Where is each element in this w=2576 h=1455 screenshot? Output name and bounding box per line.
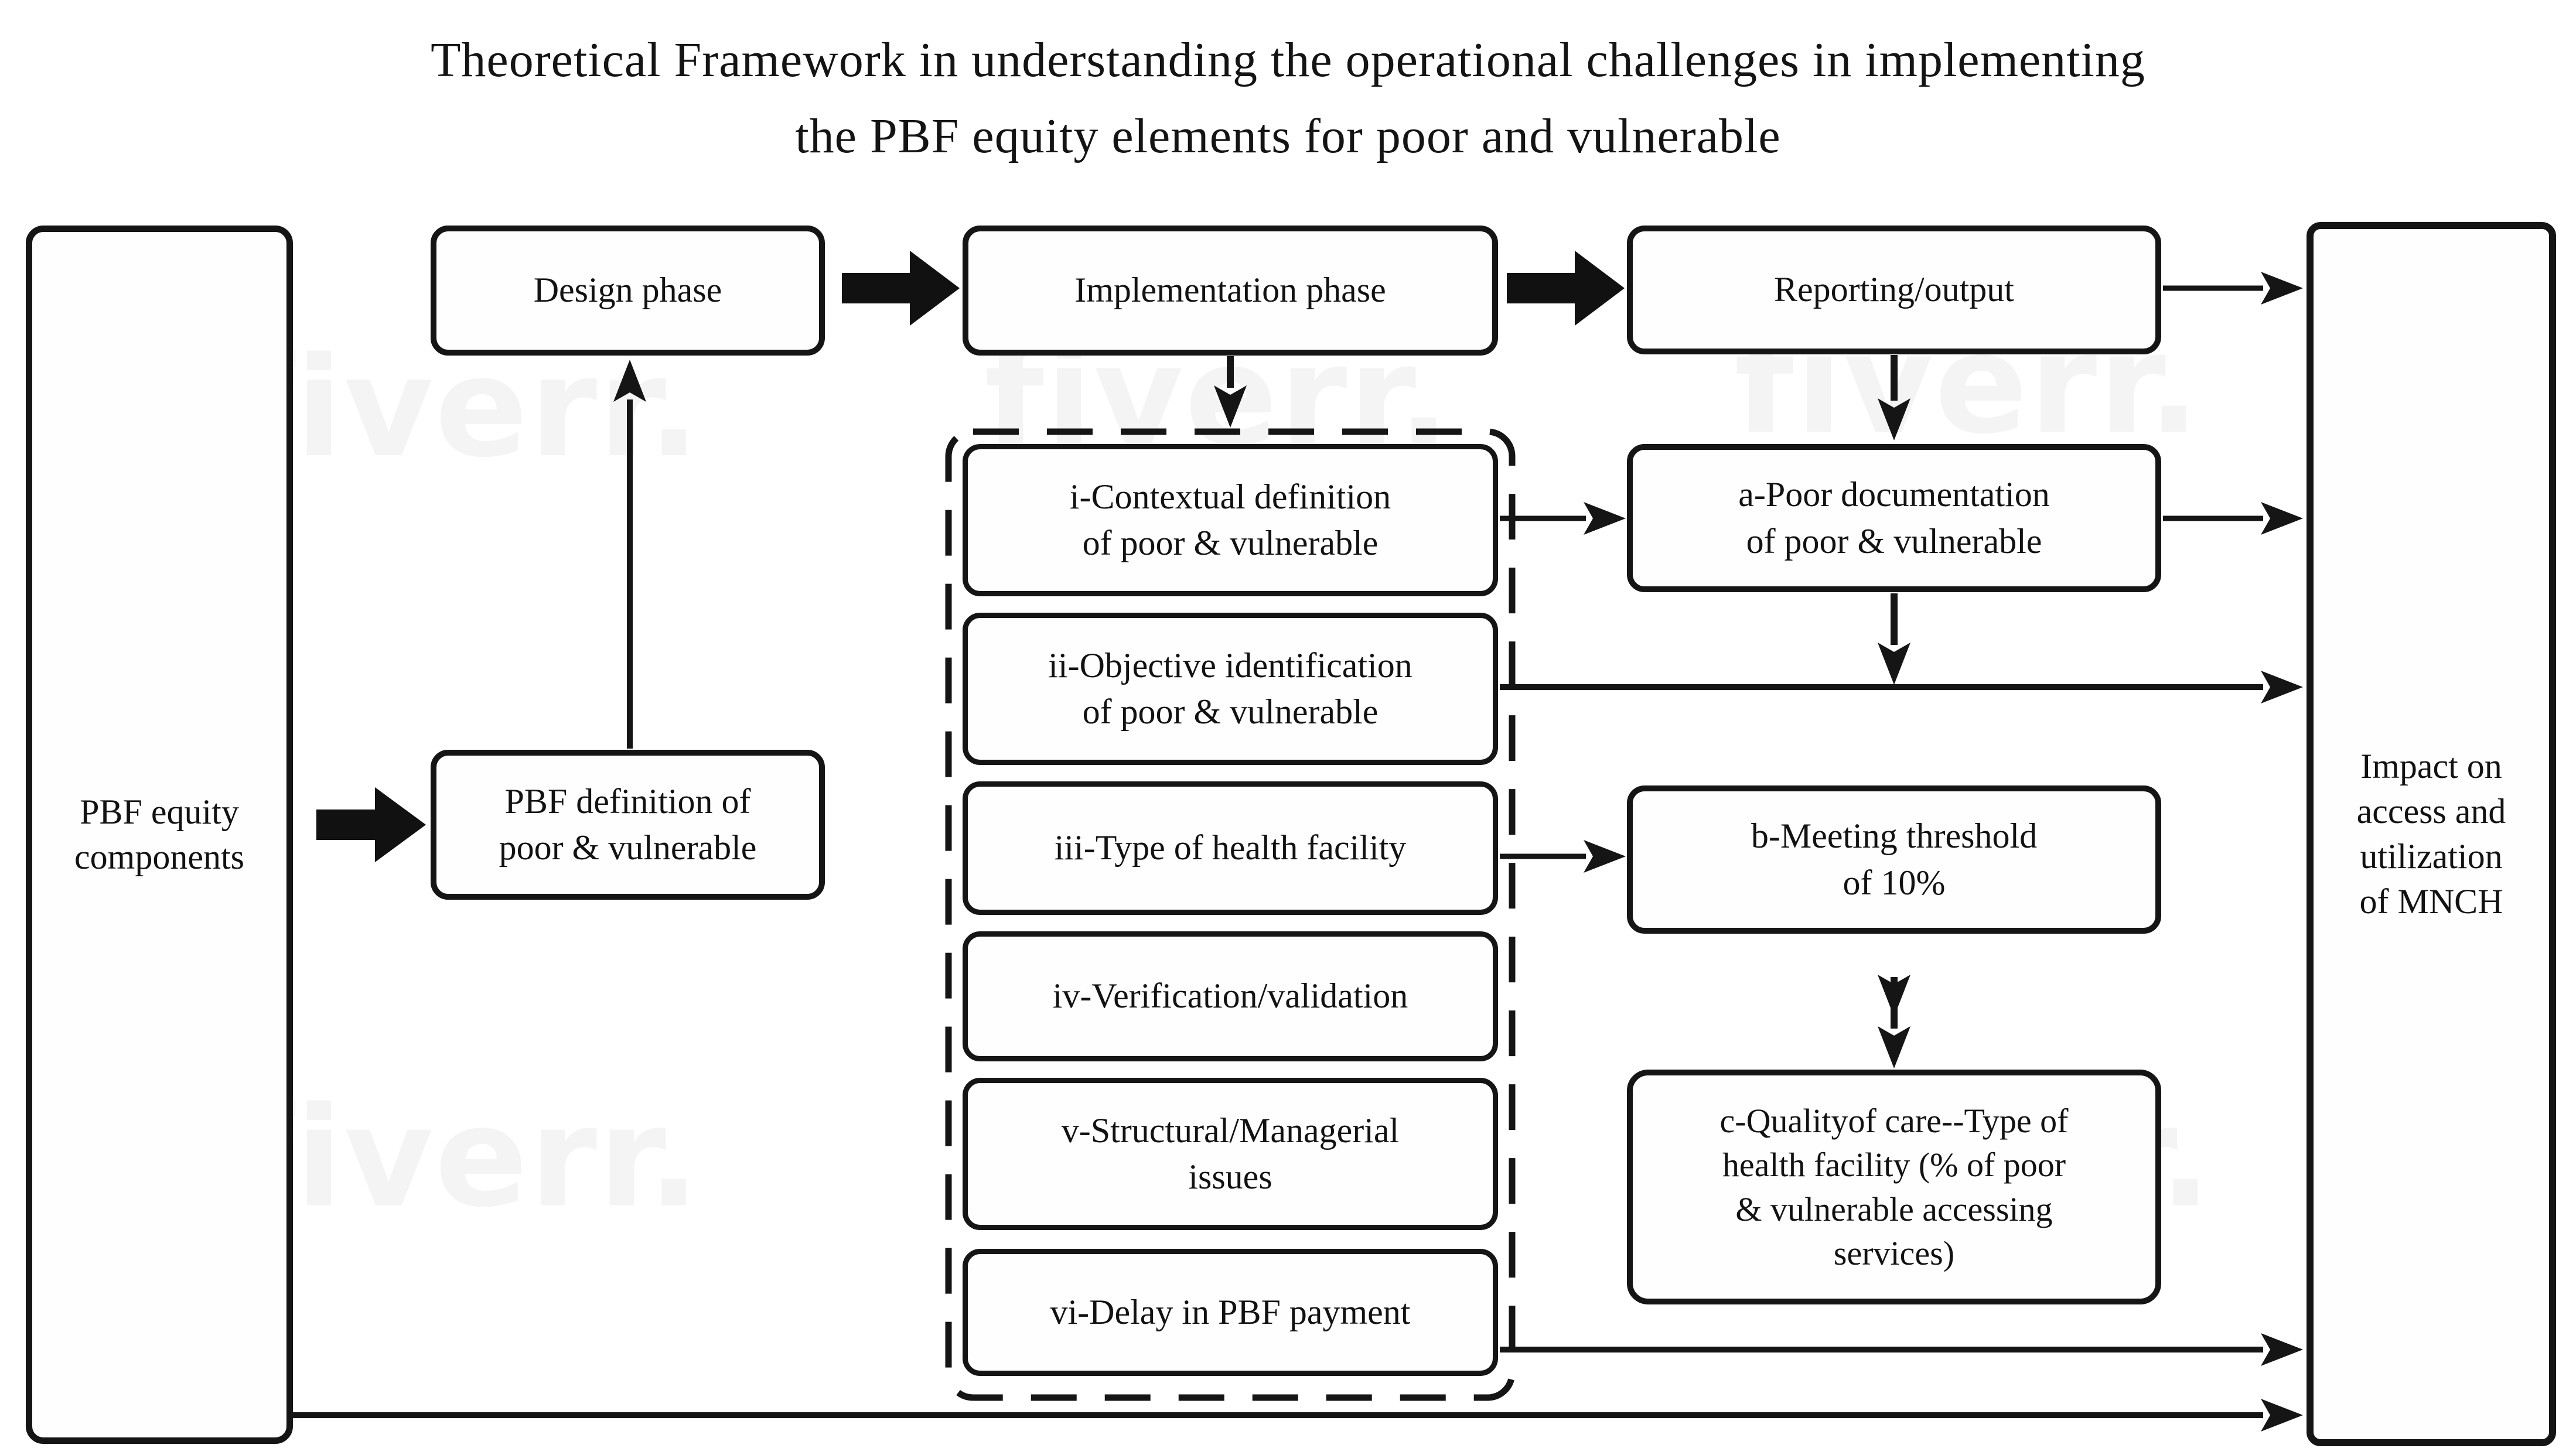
block-arrow-implementation-to-reporting bbox=[1507, 251, 1625, 326]
node-label: Design phase bbox=[533, 271, 722, 310]
node-label: Implementation phase bbox=[1074, 271, 1386, 310]
node-label: c-Qualityof care--Type of health facilit… bbox=[1719, 1101, 2069, 1272]
node-label: iv-Verification/validation bbox=[1052, 976, 1408, 1016]
node-label: i-Contextual definition of poor & vulner… bbox=[1069, 477, 1391, 562]
node-output-c-quality-of-care: c-Qualityof care--Type of health facilit… bbox=[1627, 1070, 2161, 1304]
node-implementation-phase: Implementation phase bbox=[963, 226, 1498, 356]
node-label: vi-Delay in PBF payment bbox=[1050, 1292, 1411, 1331]
challenges-group-dashed-border bbox=[945, 428, 1516, 1401]
node-challenge-i-contextual-definition: i-Contextual definition of poor & vulner… bbox=[963, 444, 1498, 596]
block-arrow-equity-to-definition bbox=[316, 787, 426, 862]
node-label: PBF definition of poor & vulnerable bbox=[499, 781, 757, 867]
node-challenge-vi-delay-payment: vi-Delay in PBF payment bbox=[963, 1249, 1498, 1376]
node-challenge-v-structural-managerial: v-Structural/Managerial issues bbox=[963, 1078, 1498, 1230]
node-design-phase: Design phase bbox=[431, 226, 825, 356]
node-label: Reporting/output bbox=[1774, 270, 2014, 309]
node-challenge-iii-type-of-health-facility: iii-Type of health facility bbox=[963, 781, 1498, 915]
block-arrow-design-to-implementation bbox=[842, 251, 960, 326]
node-challenge-ii-objective-identification: ii-Objective identification of poor & vu… bbox=[963, 613, 1498, 765]
diagram-title: Theoretical Framework in understanding t… bbox=[0, 22, 2576, 175]
node-label: v-Structural/Managerial issues bbox=[1061, 1111, 1400, 1196]
node-label: b-Meeting threshold of 10% bbox=[1751, 817, 2038, 902]
node-pbf-equity-components: PBF equity components bbox=[26, 226, 293, 1444]
node-label: ii-Objective identification of poor & vu… bbox=[1048, 645, 1412, 731]
node-label: iii-Type of health facility bbox=[1054, 828, 1407, 867]
node-label: PBF equity components bbox=[74, 793, 244, 876]
node-challenge-iv-verification-validation: iv-Verification/validation bbox=[963, 931, 1498, 1061]
node-pbf-definition: PBF definition of poor & vulnerable bbox=[431, 750, 825, 900]
node-label: a-Poor documentation of poor & vulnerabl… bbox=[1738, 475, 2050, 561]
node-output-b-meeting-threshold: b-Meeting threshold of 10% bbox=[1627, 785, 2161, 934]
node-output-a-poor-documentation: a-Poor documentation of poor & vulnerabl… bbox=[1627, 444, 2161, 592]
node-impact-mnch: Impact on access and utilization of MNCH bbox=[2307, 222, 2556, 1446]
diagram-title-text: Theoretical Framework in understanding t… bbox=[431, 33, 2145, 164]
node-reporting-output: Reporting/output bbox=[1627, 226, 2161, 354]
fiverr-watermark: fiverr. bbox=[234, 1078, 701, 1238]
node-label: Impact on access and utilization of MNCH bbox=[2356, 747, 2506, 921]
